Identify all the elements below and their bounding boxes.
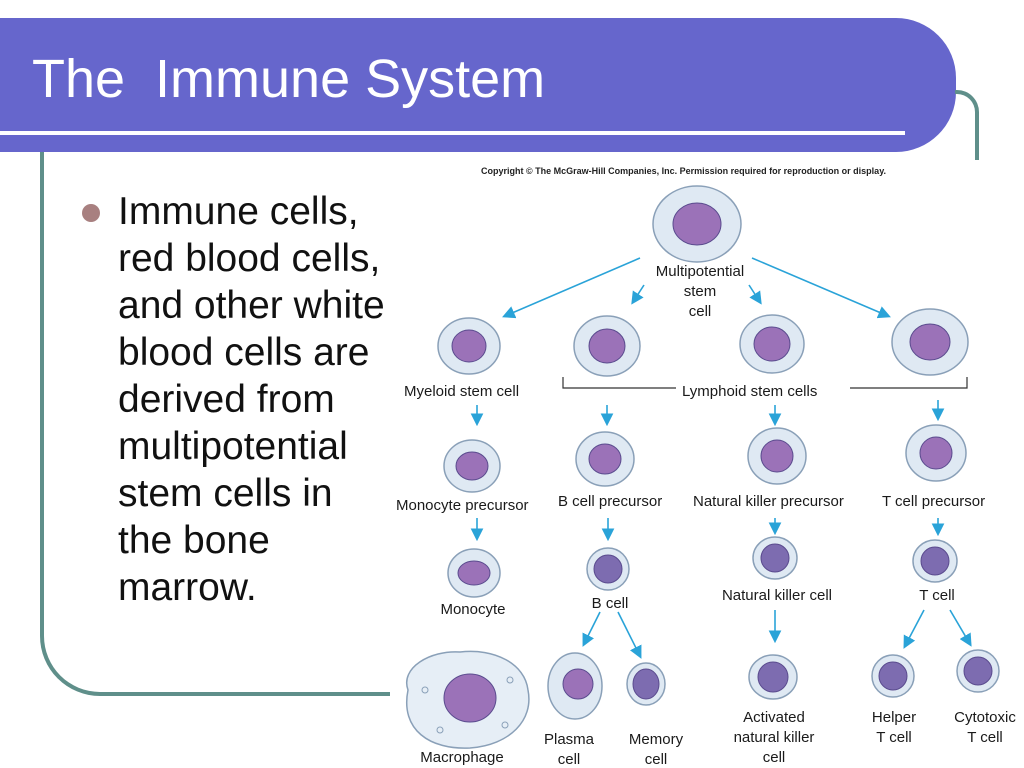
lymphoid-bracket: [562, 377, 968, 389]
cell-lymphoid-stem-t: [891, 308, 969, 376]
cell-lymphoid-stem-nk: [739, 314, 805, 374]
cell-plasma: [547, 652, 603, 720]
cell-t-precursor: [905, 424, 967, 482]
label-cytotoxic-1: Cytotoxic: [954, 709, 1016, 726]
label-b-cell: B cell: [592, 595, 629, 612]
label-monocyte: Monocyte: [440, 601, 505, 618]
label-activated-2: natural killer: [734, 729, 815, 746]
slide-title: The Immune System: [32, 49, 546, 109]
label-memory-2: cell: [645, 751, 668, 768]
bullet-dot-icon: [82, 204, 100, 222]
label-t-precursor: T cell precursor: [882, 493, 985, 510]
label-helper-2: T cell: [876, 729, 912, 746]
cell-macrophage: [405, 650, 530, 749]
frame-right-corner: [955, 90, 979, 166]
label-b-precursor: B cell precursor: [558, 493, 662, 510]
cell-cytotoxic-t: [956, 649, 1000, 693]
title-underline: [0, 131, 905, 135]
copyright-text: Copyright © The McGraw-Hill Companies, I…: [481, 166, 886, 176]
cell-b-precursor: [575, 431, 635, 487]
cell-nk-precursor: [747, 427, 807, 485]
cell-memory: [626, 662, 666, 706]
diagram-svg: Copyright © The McGraw-Hill Companies, I…: [396, 166, 1016, 768]
hematopoiesis-diagram: Copyright © The McGraw-Hill Companies, I…: [390, 160, 1024, 768]
label-activated-3: cell: [763, 749, 786, 766]
cell-nk: [752, 536, 798, 580]
cell-b: [586, 547, 630, 591]
cell-activated-nk: [748, 654, 798, 700]
label-myeloid-stem: Myeloid stem cell: [404, 383, 519, 400]
frame-left-border: [40, 152, 464, 696]
label-multipotential-3: cell: [689, 303, 712, 320]
label-cytotoxic-2: T cell: [967, 729, 1003, 746]
label-nk-precursor: Natural killer precursor: [693, 493, 844, 510]
bullet-text: Immune cells, red blood cells, and other…: [118, 190, 385, 609]
cell-monocyte-precursor: [443, 439, 501, 493]
label-monocyte-precursor: Monocyte precursor: [396, 497, 529, 514]
cell-lymphoid-stem-b: [573, 315, 641, 377]
label-nk-cell: Natural killer cell: [722, 587, 832, 604]
label-memory-1: Memory: [629, 731, 684, 748]
cell-multipotential: [652, 185, 742, 263]
cell-monocyte: [447, 548, 501, 598]
label-helper-1: Helper: [872, 709, 916, 726]
label-multipotential-1: Multipotential: [656, 263, 744, 280]
label-plasma-2: cell: [558, 751, 581, 768]
title-bar: [0, 18, 956, 152]
label-plasma-1: Plasma: [544, 731, 595, 748]
cell-t: [912, 539, 958, 583]
cell-helper-t: [871, 654, 915, 698]
label-t-cell: T cell: [919, 587, 955, 604]
label-activated-1: Activated: [743, 709, 805, 726]
diagram-arrows: [470, 257, 972, 659]
label-macrophage: Macrophage: [420, 749, 503, 766]
label-multipotential-2: stem: [684, 283, 717, 300]
label-lymphoid-stem: Lymphoid stem cells: [682, 383, 817, 400]
cell-myeloid-stem: [437, 317, 501, 375]
